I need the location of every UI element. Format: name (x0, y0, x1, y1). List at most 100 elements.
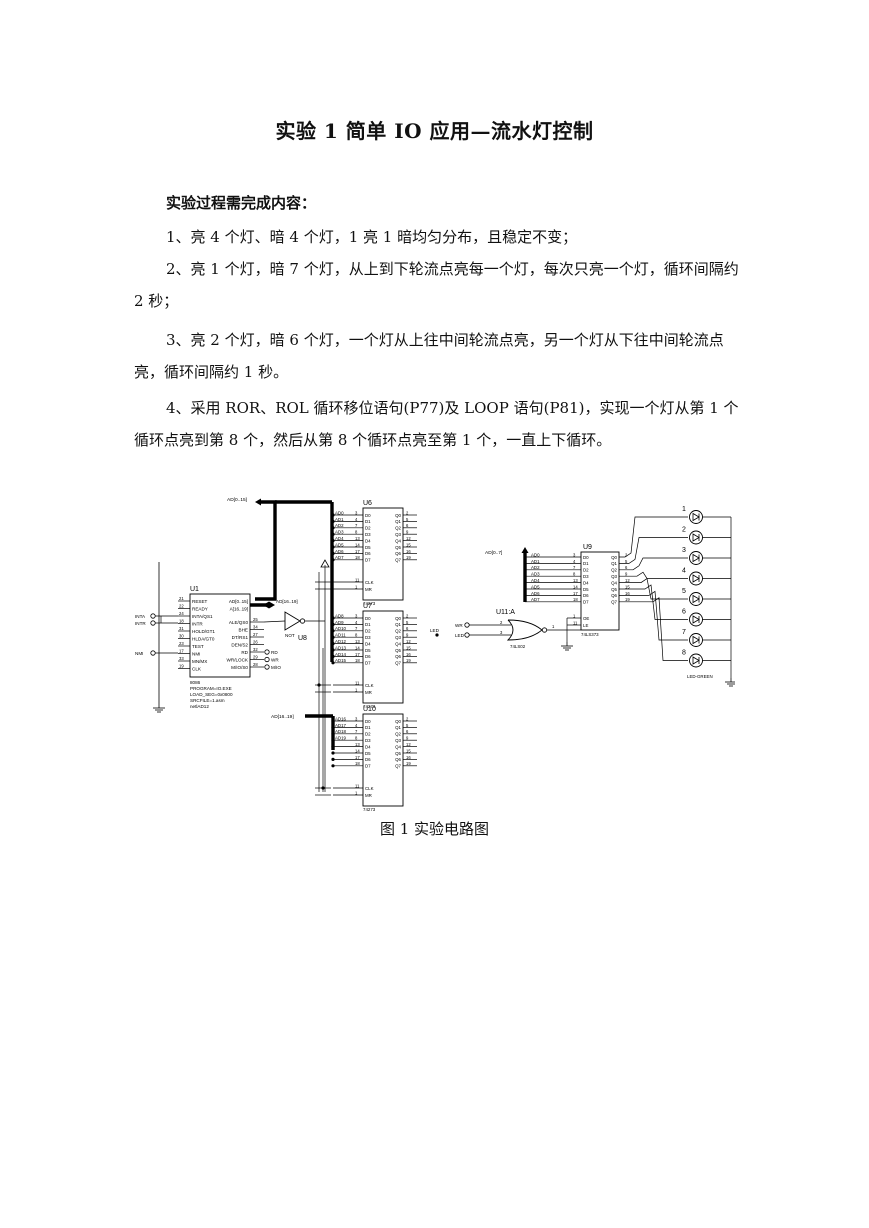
pin-label: D3 (365, 738, 371, 743)
u1-pin-label: INTR (192, 621, 203, 626)
u1-pin-label: HOLD/GT1 (192, 629, 215, 634)
pin-number: 29 (253, 655, 258, 660)
junction-dot (331, 519, 335, 523)
bus-arrow-icon (263, 601, 269, 609)
diode-icon (692, 594, 700, 604)
input-label: AD0 (335, 510, 344, 515)
input-label: AD13 (335, 645, 347, 650)
led-icon (689, 633, 703, 647)
pin-label: D1 (365, 519, 371, 524)
pin-number: 16 (406, 549, 411, 554)
pin-label: D7 (365, 764, 371, 769)
pin-number: 15 (406, 748, 411, 753)
junction-dot (331, 757, 335, 761)
terminal-circle (464, 632, 470, 638)
pin-label: D3 (365, 635, 371, 640)
input-label: AD9 (335, 620, 344, 625)
pin-label: D4 (365, 744, 371, 749)
pin-number: 13 (355, 536, 360, 541)
pin-number: 18 (355, 761, 360, 766)
pin-number: 19 (406, 761, 411, 766)
pin-label: Q0 (395, 719, 401, 724)
u1-note: 8086 (190, 680, 201, 685)
pin-number: 3 (355, 510, 358, 515)
pin-label: Q5 (395, 648, 401, 653)
pin-number: 12 (625, 578, 630, 583)
input-label: INTR (135, 621, 146, 626)
pin-number: 6 (625, 565, 628, 570)
pin-label: D0 (365, 616, 371, 621)
pin-number: 15 (406, 645, 411, 650)
input-label: WR (455, 623, 463, 628)
pin-label: Q0 (395, 616, 401, 621)
input-label: AD6 (531, 591, 540, 596)
pin-label: D3 (583, 574, 589, 579)
u1-note: LOAD_SEG=0x0800 (190, 692, 233, 697)
pin-label: D4 (365, 538, 371, 543)
pin-number: 18 (355, 555, 360, 560)
terminal-circle (150, 620, 156, 626)
led-wire (619, 516, 688, 558)
input-label: AD5 (335, 542, 344, 547)
led-icon (689, 612, 703, 627)
pin-number: 4 (355, 620, 358, 625)
pin-number: 12 (406, 536, 411, 541)
pin-number: 34 (253, 625, 258, 630)
pin-label: OE (583, 616, 589, 621)
junction-dot (321, 786, 325, 790)
input-label: AD3 (335, 530, 344, 535)
pin-label: D7 (583, 600, 589, 605)
bus-arrow-icon (521, 547, 529, 553)
terminal-circle (150, 650, 156, 656)
chip-part: 74LS373 (581, 632, 599, 637)
pin-label: Q5 (611, 587, 617, 592)
chip-ref: U6 (363, 500, 372, 507)
pin-number: 11 (355, 680, 360, 685)
pin-label: Q6 (395, 757, 401, 762)
u1-body (189, 593, 251, 678)
pin-number: 7 (355, 626, 358, 631)
pin-number: 9 (406, 633, 409, 638)
pin-number: 14 (573, 584, 578, 589)
chip-part: 74273 (363, 704, 376, 709)
pin-number: 12 (406, 742, 411, 747)
led-icon (689, 551, 703, 565)
output-label: WR (271, 657, 279, 662)
input-label: AD16 (335, 716, 347, 721)
u9-body (580, 551, 620, 631)
input-label: AD11 (335, 633, 346, 638)
u1-pin-label: ALE/QS0 (229, 620, 249, 625)
pin-label: Q4 (395, 744, 401, 749)
pin-number: 18 (573, 597, 578, 602)
paragraph-1: 1、亮 4 个灯、暗 4 个灯，1 亮 1 暗均匀分布，且稳定不变； (134, 221, 744, 253)
pin-label: Q3 (395, 635, 401, 640)
led-part: LED-GREEN (687, 674, 713, 679)
paragraph-2: 2、亮 1 个灯，暗 7 个灯，从上到下轮流点亮每一个灯，每次只亮一个灯，循环间… (134, 253, 744, 317)
pin-number: 13 (355, 639, 360, 644)
junction-dot (331, 764, 335, 768)
led-wire (619, 578, 688, 600)
junction-dot (331, 654, 335, 658)
junction-dot (435, 633, 439, 637)
input-label: AD0 (531, 552, 540, 557)
pin-number: 18 (179, 619, 184, 624)
diode-icon (692, 574, 700, 583)
led-number: 8 (682, 650, 686, 657)
output-label: M/IO (271, 665, 281, 670)
chip-part: 74273 (363, 601, 376, 606)
net-label: LED (430, 628, 440, 633)
pin-label: MR (365, 793, 372, 798)
pin-number: 9 (625, 572, 628, 577)
pin-label: D0 (365, 513, 371, 518)
pin-number: 14 (355, 645, 360, 650)
pin-label: D7 (365, 661, 371, 666)
pin-label: D1 (365, 725, 371, 730)
u1-pin-label: M/IO/S0 (231, 665, 248, 670)
terminal-circle (150, 613, 156, 619)
pin-number: 2 (625, 552, 628, 557)
led-wire (619, 571, 688, 579)
pin-label: CLK (365, 786, 374, 791)
pin-number: 3 (573, 552, 576, 557)
led-icon (689, 510, 703, 524)
u1-pin-label: BHE (239, 627, 248, 632)
